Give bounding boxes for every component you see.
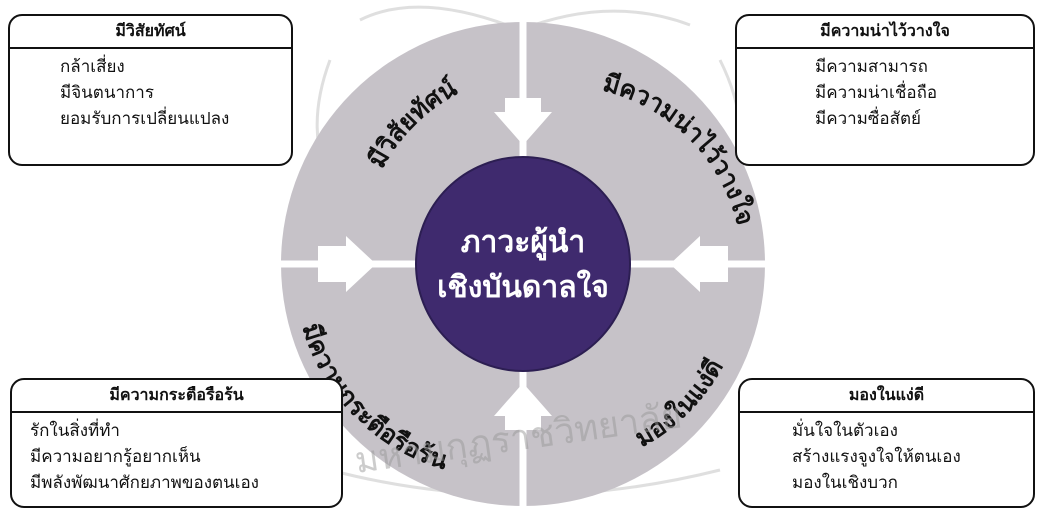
box-top-right-title: มีความน่าไว้วางใจ	[737, 16, 1033, 49]
list-item: มีความน่าเชื่อถือ	[815, 80, 1033, 106]
box-bottom-right-list: มั่นใจในตัวเอง สร้างแรงจูงใจให้ตนเอง มอง…	[740, 413, 1033, 496]
center-title-line1: ภาวะผู้นำ	[461, 225, 586, 261]
list-item: มั่นใจในตัวเอง	[792, 418, 1033, 444]
center-circle	[416, 157, 630, 371]
box-bottom-left-list: รักในสิ่งที่ทำ มีความอยากรู้อยากเห็น มีพ…	[12, 413, 341, 496]
list-item: มีความซื่อสัตย์	[815, 106, 1033, 132]
list-item: รักในสิ่งที่ทำ	[30, 418, 341, 444]
box-bottom-left-title: มีความกระตือรือร้น	[12, 380, 341, 413]
list-item: ยอมรับการเปลี่ยนแปลง	[60, 106, 291, 132]
box-top-right: มีความน่าไว้วางใจ มีความสามารถ มีความน่า…	[735, 14, 1035, 166]
list-item: มีจินตนาการ	[60, 80, 291, 106]
list-item: มีความอยากรู้อยากเห็น	[30, 444, 341, 470]
box-top-left-list: กล้าเสี่ยง มีจินตนาการ ยอมรับการเปลี่ยนแ…	[10, 49, 291, 132]
box-top-left-title: มีวิสัยทัศน์	[10, 16, 291, 49]
center-title-line2: เชิงบันดาลใจ	[437, 269, 609, 305]
list-item: มีความสามารถ	[815, 54, 1033, 80]
box-top-right-list: มีความสามารถ มีความน่าเชื่อถือ มีความซื่…	[737, 49, 1033, 132]
box-bottom-left: มีความกระตือรือร้น รักในสิ่งที่ทำ มีความ…	[10, 378, 343, 508]
list-item: มีพลังพัฒนาศักยภาพของตนเอง	[30, 470, 341, 496]
list-item: กล้าเสี่ยง	[60, 54, 291, 80]
box-top-left: มีวิสัยทัศน์ กล้าเสี่ยง มีจินตนาการ ยอมร…	[8, 14, 293, 166]
box-bottom-right: มองในแง่ดี มั่นใจในตัวเอง สร้างแรงจูงใจใ…	[738, 378, 1035, 508]
list-item: มองในเชิงบวก	[792, 470, 1033, 496]
list-item: สร้างแรงจูงใจให้ตนเอง	[792, 444, 1033, 470]
box-bottom-right-title: มองในแง่ดี	[740, 380, 1033, 413]
